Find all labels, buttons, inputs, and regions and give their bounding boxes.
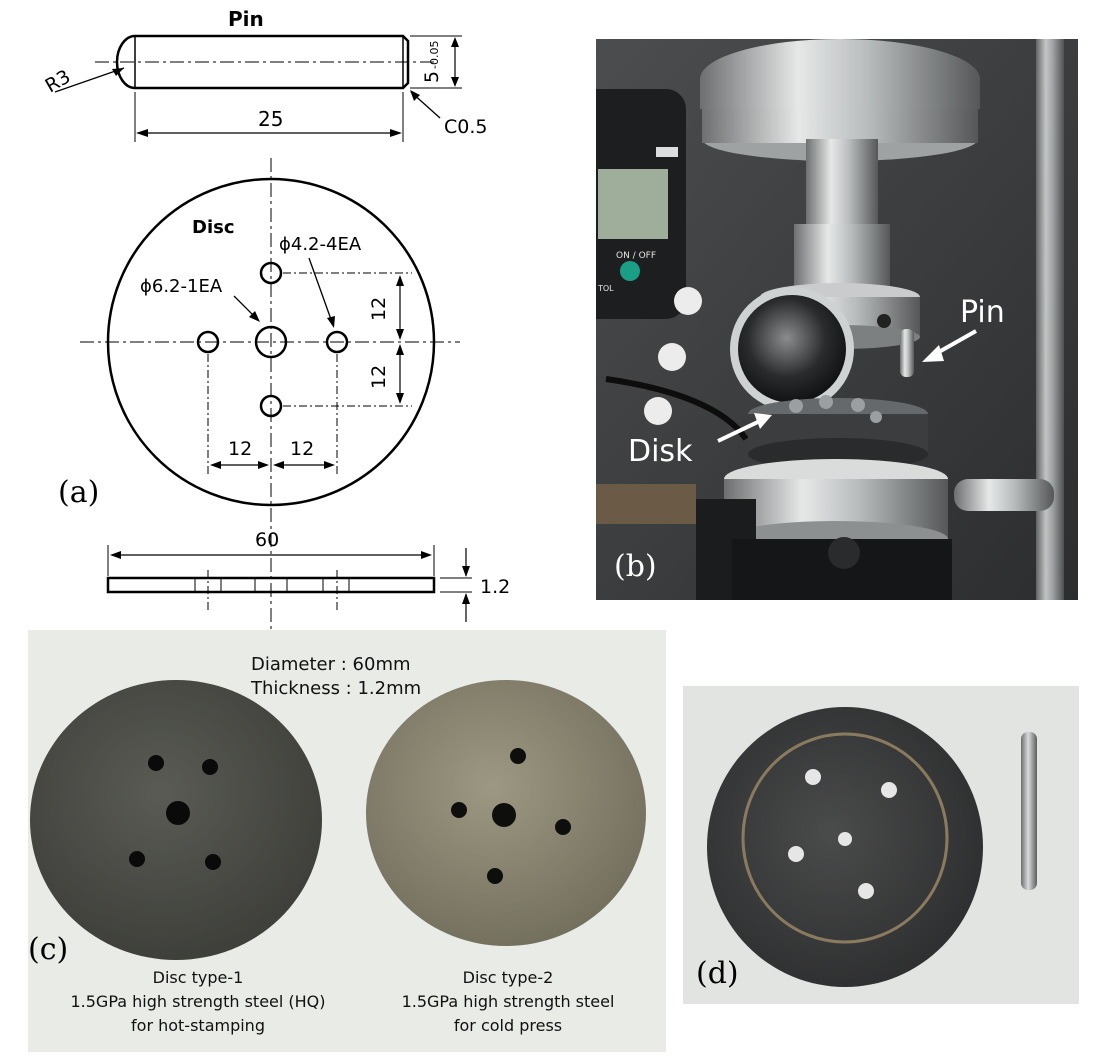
discs-illustration: [28, 630, 666, 1052]
disc-title: Disc: [192, 217, 235, 238]
center-hole-label: ϕ6.2-1EA: [140, 276, 223, 297]
disc-type-2-title: Disc type-2: [462, 968, 554, 987]
panel-a-label: (a): [58, 475, 99, 510]
pin-tolerance-label: -0.05: [428, 41, 441, 69]
small-holes-label: ϕ4.2-4EA: [279, 234, 362, 255]
panel-b-photo: ON / OFF TOL Pin Disk (b): [596, 39, 1078, 600]
disc-type-2-line1: 1.5GPa high strength steel: [401, 992, 615, 1011]
gauge-onoff-label: ON / OFF: [616, 251, 656, 261]
disc-side-drawing: [106, 545, 472, 622]
panel-c-label: (c): [28, 932, 69, 967]
disc-dim-horizontal-2: 12: [290, 438, 314, 460]
pin-drawing: [54, 34, 462, 142]
disc-width-label: 60: [255, 529, 279, 551]
disc-type-1-title: Disc type-1: [152, 968, 244, 987]
panel-a-drawing: Pin R3 5 -0.05 25 C0.5 Disc ϕ4.2-4EA ϕ6.…: [42, 7, 510, 630]
tribometer-illustration: ON / OFF TOL: [596, 39, 1078, 600]
disc-type-1-line1: 1.5GPa high strength steel (HQ): [70, 992, 326, 1011]
disc-plan-drawing: [80, 158, 460, 630]
disc-type-1-caption: Disc type-1 1.5GPa high strength steel (…: [33, 966, 363, 1038]
panel-d-photo: (d): [683, 686, 1079, 1004]
gauge-tol-label: TOL: [597, 284, 614, 293]
disc-type-2-caption: Disc type-2 1.5GPa high strength steel f…: [358, 966, 658, 1038]
panel-d-label: (d): [696, 956, 739, 991]
pin-title: Pin: [228, 7, 264, 31]
disc-type-1-line2: for hot-stamping: [131, 1016, 265, 1035]
diameter-text: Diameter : 60mm: [251, 654, 411, 675]
disc-pin-illustration: [683, 686, 1079, 1004]
pin-diameter-label: 5: [421, 71, 443, 83]
pin-radius-label: R3: [42, 66, 75, 98]
disc-type-2-line2: for cold press: [453, 1016, 563, 1035]
disc-dim-vertical-1: 12: [368, 297, 390, 321]
pin-photo-label: Pin: [960, 295, 1005, 330]
panel-b-label: (b): [614, 549, 657, 584]
disc-thickness-label: 1.2: [480, 576, 510, 598]
panel-c-photo: Diameter : 60mm Thickness : 1.2mm (c) Di…: [28, 630, 666, 1052]
thickness-text: Thickness : 1.2mm: [251, 678, 422, 699]
pin-chamfer-label: C0.5: [444, 116, 487, 138]
pin-length-label: 25: [258, 107, 283, 131]
disk-photo-label: Disk: [628, 434, 693, 469]
disc-dim-vertical-2: 12: [368, 365, 390, 389]
disc-dim-horizontal-1: 12: [228, 438, 252, 460]
